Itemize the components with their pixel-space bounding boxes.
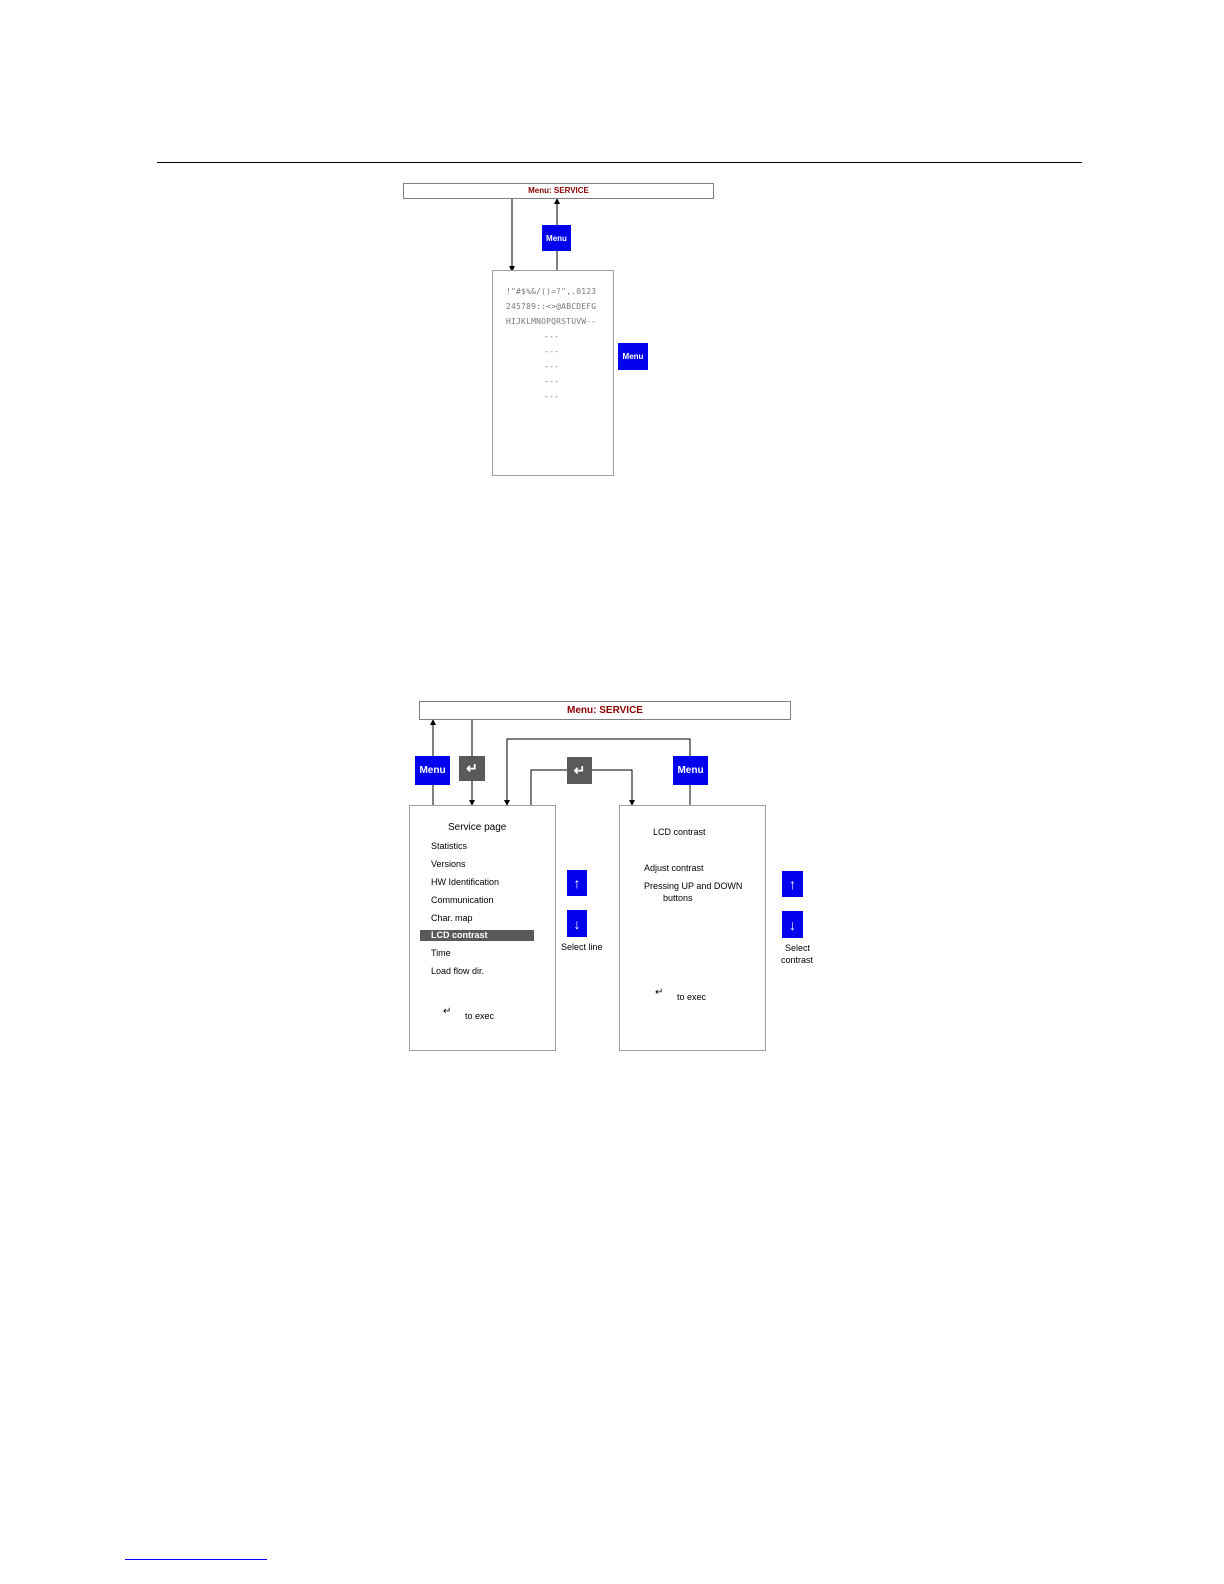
menu-item-hw-identification[interactable]: HW Identification [431, 877, 500, 887]
menu-title: Menu: SERVICE [528, 186, 589, 195]
menu-item-char-map[interactable]: Char. map [431, 913, 473, 923]
header-rule [157, 162, 1082, 163]
menu-button-left[interactable]: Menu [415, 756, 450, 785]
char-map-screen: !"#$%&/()=?",.0123 245789::<>@ABCDEFG HI… [492, 270, 614, 476]
menu-item-communication[interactable]: Communication [431, 895, 494, 905]
exec-hint: to exec [465, 1011, 495, 1021]
dash-line-4: --- [544, 377, 560, 386]
dash-line-1: --- [544, 332, 560, 341]
footnote-rule [125, 1559, 267, 1560]
enter-icon: ↵ [443, 1006, 452, 1017]
dash-line-5: --- [544, 392, 560, 401]
charmap-line-1: !"#$%&/()=?",.0123 [506, 287, 597, 296]
arrow-enter-to-lcd [592, 769, 635, 806]
up-arrow-icon: ↑ [573, 875, 581, 891]
charmap-line-2: 245789::<>@ABCDEFG [506, 302, 597, 311]
menu-title-2: Menu: SERVICE [567, 705, 643, 716]
down-arrow-icon: ↓ [789, 916, 796, 933]
menu-item-lcd-contrast-label: LCD contrast [431, 930, 488, 940]
exec-hint-lcd: to exec [677, 992, 707, 1002]
charmap-line-3: HIJKLMNOPQRSTUVW-- [506, 317, 597, 326]
menu-item-lcd-contrast[interactable]: LCD contrast [420, 930, 534, 941]
up-arrow-icon: ↑ [789, 876, 796, 892]
select-contrast-label-1: Select [785, 943, 811, 953]
pressing-text-line2: buttons [663, 893, 693, 903]
select-line-label: Select line [561, 942, 603, 952]
menu-button-right[interactable]: Menu [673, 756, 708, 785]
adjust-contrast-text: Adjust contrast [644, 863, 704, 873]
menu-title-bar-2: Menu: SERVICE [419, 701, 791, 720]
pressing-text-line1: Pressing UP and DOWN [644, 881, 743, 891]
menu-title-bar: Menu: SERVICE [403, 183, 714, 199]
menu-button-left-label: Menu [419, 765, 446, 776]
down-button-left[interactable]: ↓ [567, 910, 587, 937]
enter-icon: ↵ [466, 760, 478, 776]
menu-button-label: Menu [546, 233, 567, 243]
menu-item-versions[interactable]: Versions [431, 859, 466, 869]
down-arrow-icon: ↓ [573, 915, 581, 932]
enter-icon: ↵ [655, 987, 664, 998]
enter-icon: ↵ [573, 762, 586, 778]
dash-line-2: --- [544, 347, 560, 356]
line-service-to-enter [530, 769, 567, 805]
dash-line-3: --- [544, 362, 560, 371]
lcd-contrast-screen: LCD contrast Adjust contrast Pressing UP… [619, 805, 766, 1051]
menu-button-right-label: Menu [677, 765, 704, 776]
menu-button[interactable]: Menu [542, 225, 571, 251]
side-menu-button[interactable]: Menu [618, 343, 648, 370]
service-page-screen: Service page Statistics Versions HW Iden… [409, 805, 556, 1051]
select-contrast-label-2: contrast [781, 955, 814, 965]
enter-button-middle[interactable]: ↵ [567, 757, 592, 784]
down-button-right[interactable]: ↓ [782, 911, 803, 938]
service-page-heading: Service page [448, 822, 507, 833]
lcd-contrast-heading: LCD contrast [653, 827, 706, 837]
side-menu-button-label: Menu [622, 352, 644, 361]
menu-item-load-flow-dir[interactable]: Load flow dir. [431, 966, 485, 976]
enter-button-left[interactable]: ↵ [459, 756, 485, 781]
menu-item-time[interactable]: Time [431, 948, 451, 958]
menu-item-statistics[interactable]: Statistics [431, 841, 468, 851]
up-button-left[interactable]: ↑ [567, 870, 587, 896]
arrow-lcd-menu-to-service [504, 738, 691, 806]
up-button-right[interactable]: ↑ [782, 871, 803, 897]
